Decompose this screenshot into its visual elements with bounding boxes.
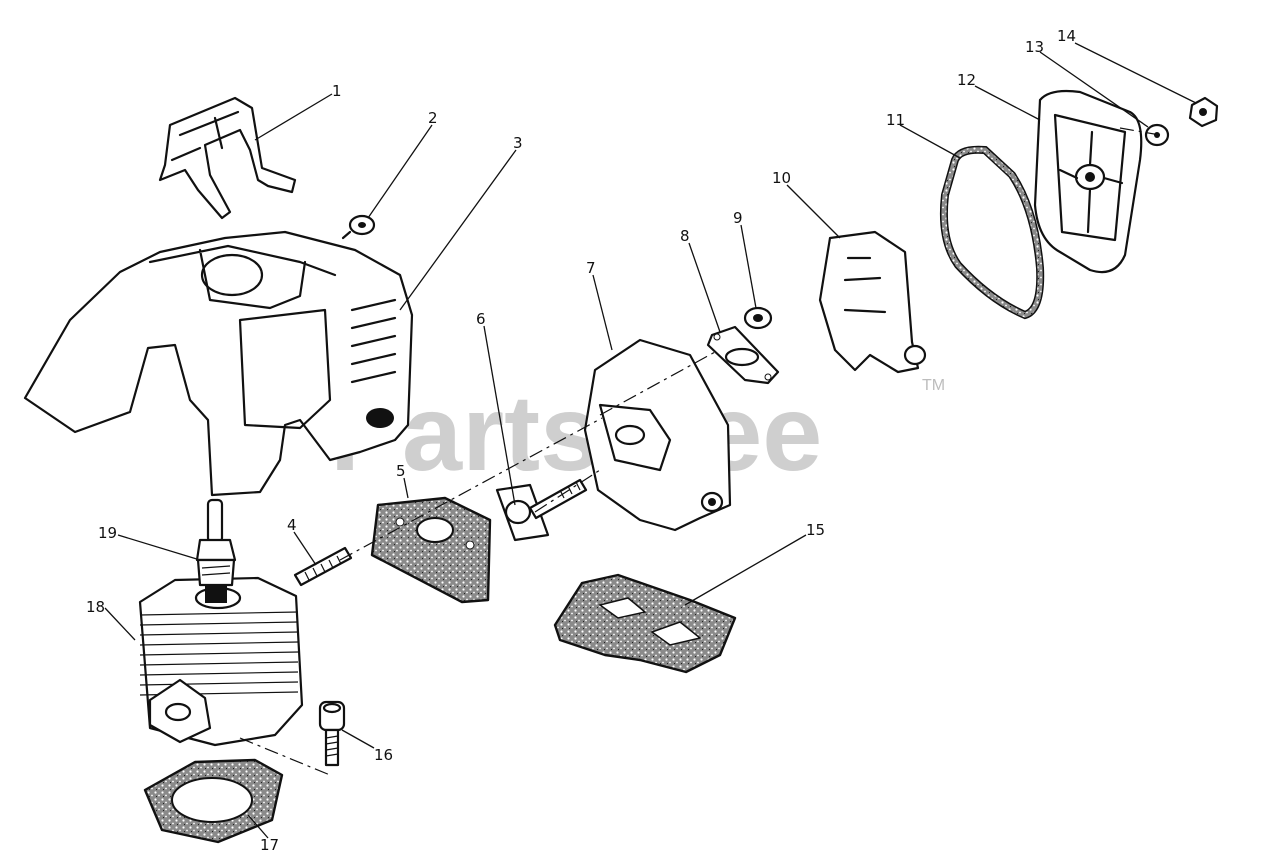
part-19-spark-plug: [195, 498, 237, 603]
part-14-nut: [1188, 96, 1219, 128]
part-16-bolt: [318, 700, 346, 767]
callout-15: 15: [806, 521, 825, 539]
part-1-handle-bracket: [158, 96, 297, 220]
part-7-muffler: [583, 338, 732, 532]
callout-2: 2: [428, 109, 438, 127]
callout-14: 14: [1057, 27, 1076, 45]
part-17-base-gasket: [143, 758, 284, 844]
callout-18: 18: [86, 598, 105, 616]
part-11-filter-gasket: [939, 145, 1045, 320]
callout-11: 11: [886, 111, 905, 129]
callout-19: 19: [98, 524, 117, 542]
part-4-stud: [293, 546, 353, 587]
callout-5: 5: [396, 462, 406, 480]
part-18-cylinder: [138, 576, 304, 747]
part-3-engine-shroud: [23, 230, 414, 497]
callout-8: 8: [680, 227, 690, 245]
callout-10: 10: [772, 169, 791, 187]
callout-17: 17: [260, 836, 279, 853]
callout-labels: 1 2 3 4 5 6 7 8 9 10 11 12 13 14 15 16 1…: [86, 27, 1076, 853]
part-12-filter-cover: [1033, 89, 1143, 274]
part-8-gasket: [706, 325, 780, 385]
part-9-nut: [743, 306, 773, 330]
part-2-nut: [341, 214, 376, 240]
callout-1: 1: [332, 82, 342, 100]
part-15-large-gasket: [553, 573, 737, 674]
part-5-gasket: [370, 496, 492, 604]
callout-6: 6: [476, 310, 486, 328]
callout-16: 16: [374, 746, 393, 764]
callout-13: 13: [1025, 38, 1044, 56]
callout-3: 3: [513, 134, 523, 152]
part-6-bolt-plate: [495, 478, 588, 542]
callout-9: 9: [733, 209, 743, 227]
leader-lines: [104, 42, 1197, 839]
callout-7: 7: [586, 259, 596, 277]
watermark-text: PartsTree: [330, 372, 822, 493]
part-10-deflector: [818, 230, 927, 374]
callout-4: 4: [287, 516, 297, 534]
trademark-mark: TM: [922, 377, 945, 394]
callout-12: 12: [957, 71, 976, 89]
